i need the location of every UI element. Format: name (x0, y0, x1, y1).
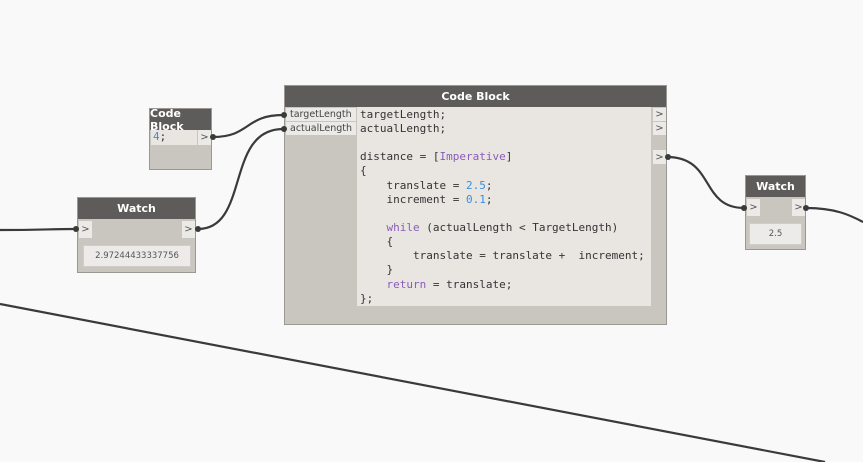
wire-number-to-target-length[interactable] (212, 113, 284, 139)
keyword-return: return (360, 278, 427, 291)
output-port-arrow[interactable]: > (182, 221, 195, 238)
input-port-dot[interactable] (281, 126, 287, 132)
input-port-arrow[interactable]: > (79, 221, 92, 238)
node-title: Code Block (150, 107, 211, 133)
code-line: translate = translate + increment; (360, 249, 645, 262)
node-title: Watch (78, 198, 195, 219)
wire-into-watch-left[interactable] (0, 227, 76, 232)
output-port-dot[interactable] (803, 205, 809, 211)
output-port-dot[interactable] (665, 154, 671, 160)
output-port-arrow[interactable]: > (792, 199, 805, 216)
output-port-dot[interactable] (195, 226, 201, 232)
input-port-arrow[interactable]: > (747, 199, 760, 216)
code-line: translate = 2.5; (360, 179, 493, 192)
code-line: increment = 0.1; (360, 193, 493, 206)
output-port-dot[interactable] (210, 134, 216, 140)
code-number: 4 (153, 130, 160, 143)
code-line: }; (360, 292, 374, 305)
watch-value: 2.5 (749, 223, 802, 245)
input-port-target-length[interactable]: targetLength (286, 108, 356, 121)
keyword-imperative: Imperative (439, 150, 506, 163)
input-port-dot[interactable] (281, 112, 287, 118)
input-port-dot[interactable] (741, 205, 747, 211)
code-suffix: ; (159, 130, 167, 143)
code-block-node-number[interactable]: Code Block 4; > (149, 107, 212, 170)
watch-value: 2.97244433337756 (83, 245, 191, 267)
code-line: while (actualLength < TargetLength) (360, 221, 619, 234)
watch-node-left[interactable]: Watch > > 2.97244433337756 (77, 197, 196, 273)
output-port-arrow[interactable]: > (653, 122, 666, 135)
wire-distance-to-watch-right[interactable] (666, 155, 745, 210)
code-line: return = translate; (360, 278, 513, 291)
code-editor[interactable]: 4; (151, 130, 197, 145)
output-port-arrow-distance[interactable]: > (653, 150, 666, 164)
output-port-arrow[interactable]: > (653, 108, 666, 121)
node-title: Watch (746, 176, 805, 197)
code-editor[interactable]: targetLength; actualLength; distance = [… (357, 107, 651, 306)
node-title: Code Block (285, 86, 666, 107)
code-line: { (360, 235, 394, 248)
code-line: targetLength; (360, 108, 447, 121)
wire-long-diagonal[interactable] (0, 302, 826, 462)
code-line: distance = [Imperative] (360, 150, 513, 163)
code-line: actualLength; (360, 122, 447, 135)
code-line: { (360, 164, 367, 177)
watch-node-right[interactable]: Watch > > 2.5 (745, 175, 806, 250)
code-line: } (360, 263, 394, 276)
wire-watch-right-out[interactable] (805, 206, 863, 223)
keyword-while: while (360, 221, 420, 234)
code-block-node-main[interactable]: Code Block targetLength actualLength tar… (284, 85, 667, 325)
output-port-arrow[interactable]: > (198, 130, 211, 145)
input-port-dot[interactable] (73, 226, 79, 232)
wire-watch-to-actual-length[interactable] (197, 127, 284, 231)
input-port-actual-length[interactable]: actualLength (286, 122, 356, 135)
